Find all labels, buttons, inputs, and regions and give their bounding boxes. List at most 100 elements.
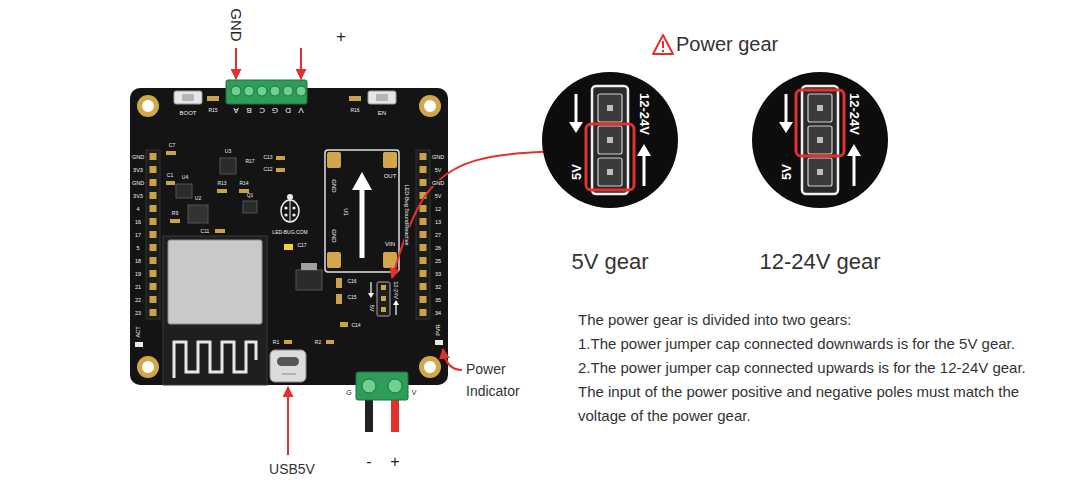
converter-footprint: [360, 186, 365, 258]
component-ref: U4: [181, 175, 189, 181]
chip: [188, 205, 208, 223]
component-ref: C1: [166, 173, 174, 179]
screw-terminal: [257, 86, 267, 96]
converter-footprint: [325, 150, 399, 272]
passive-component: [336, 278, 342, 288]
pin-label: PVR: [435, 323, 441, 336]
wifi-module: [163, 236, 267, 385]
callout-label: -: [365, 453, 372, 471]
status-led: [135, 342, 143, 347]
chip: [301, 263, 317, 270]
leader-arrow: [287, 387, 289, 455]
power-jumper: [377, 282, 390, 316]
header-frame: [592, 86, 628, 194]
wifi-module: [174, 342, 256, 378]
warning-icon: [653, 35, 673, 54]
silkscreen-label: V: [411, 389, 418, 397]
ladybug-logo: [292, 213, 295, 216]
gear-label: 5V: [570, 164, 584, 180]
jumper-header: 12-24V5V: [366, 278, 402, 320]
silkscreen-label: V: [297, 106, 304, 115]
mounting-hole: [424, 100, 436, 112]
power-jumper: [381, 307, 386, 312]
leader-arrow: [392, 152, 543, 278]
silkscreen-label: R15: [207, 108, 218, 114]
pin-label: GND: [431, 179, 445, 185]
passive-component: [336, 294, 342, 304]
component-ref: R14: [238, 181, 249, 187]
component-ref: Q1: [246, 193, 255, 199]
ladybug-logo: [290, 200, 291, 222]
component-ref: R1: [272, 340, 280, 346]
mounting-hole: [419, 95, 441, 117]
usb-c-port: [270, 350, 306, 382]
power-jumper: [381, 296, 386, 301]
passive-component: [207, 96, 219, 101]
gear-disc: [752, 72, 888, 208]
pin-label: 32: [434, 283, 442, 289]
pin-label: 5V: [434, 166, 443, 172]
silkscreen-label: D: [284, 106, 292, 115]
direction-arrow: [643, 154, 646, 186]
status-led: [135, 340, 443, 347]
jumper-label: 12-24V: [393, 280, 399, 300]
silkscreen-label: LED-BUG.COM: [271, 230, 308, 236]
wifi-module: [168, 240, 262, 324]
screw-terminal: [244, 86, 254, 96]
gear-label: 12-24V: [847, 93, 861, 135]
mounting-hole: [137, 95, 159, 117]
gear-outline: [542, 72, 678, 208]
screw-terminal: [296, 86, 306, 96]
wifi-module: [163, 236, 267, 385]
push-button: [376, 94, 388, 101]
silkscreen-label: EN: [377, 110, 387, 117]
component-ref: R9: [171, 211, 179, 217]
header-pin: [817, 137, 823, 143]
pin-label: GND: [431, 153, 445, 159]
pin-label: 25: [434, 257, 442, 263]
passive-component: [284, 340, 292, 344]
header-pin: [817, 105, 823, 111]
component-ref: R13: [216, 181, 227, 187]
chip: [176, 184, 192, 198]
warning-icon: [662, 41, 664, 48]
component-ref: C7: [168, 143, 176, 149]
ladybug-logo: [281, 194, 299, 222]
component-ref: C16: [346, 279, 357, 285]
gear-disc: [542, 72, 678, 208]
silkscreen-label: BOOT: [178, 110, 197, 117]
leader-arrow: [235, 48, 237, 79]
passive-component: [215, 229, 225, 233]
passive-component: [217, 189, 227, 193]
chip: [220, 158, 236, 174]
chip: [243, 201, 257, 213]
usb-c-port: [270, 350, 306, 382]
converter-footprint: [352, 172, 372, 190]
pin-label: GND: [131, 179, 145, 185]
silkscreen-label: G: [345, 389, 352, 397]
mounting-hole: [419, 356, 441, 378]
pcb-board: [130, 88, 448, 385]
note-text: 2.The power jumper cap connected upwards…: [578, 356, 1026, 380]
callout-label: USB5V: [269, 462, 315, 477]
header-pin: [817, 169, 823, 175]
gear-caption: 5V gear: [571, 250, 648, 274]
power-jumper: [395, 304, 396, 315]
pin-label: 13: [434, 218, 442, 224]
pin-label: 34: [434, 309, 442, 315]
passive-component: [284, 244, 293, 250]
silkscreen-label: B: [245, 106, 252, 115]
direction-arrow: [569, 122, 583, 133]
note-text: The input of the power positive and nega…: [578, 380, 1033, 428]
pin-header: [146, 150, 160, 319]
component-ref: R2: [314, 340, 322, 346]
mounting-hole: [137, 356, 159, 378]
jumper-highlight: [796, 90, 844, 156]
ladybug-logo: [284, 206, 287, 209]
passive-component: [276, 168, 285, 172]
pin-label: 4: [135, 205, 140, 211]
power-jumper: [381, 285, 386, 290]
pin-header: [416, 150, 430, 319]
passive-component: [166, 181, 175, 185]
